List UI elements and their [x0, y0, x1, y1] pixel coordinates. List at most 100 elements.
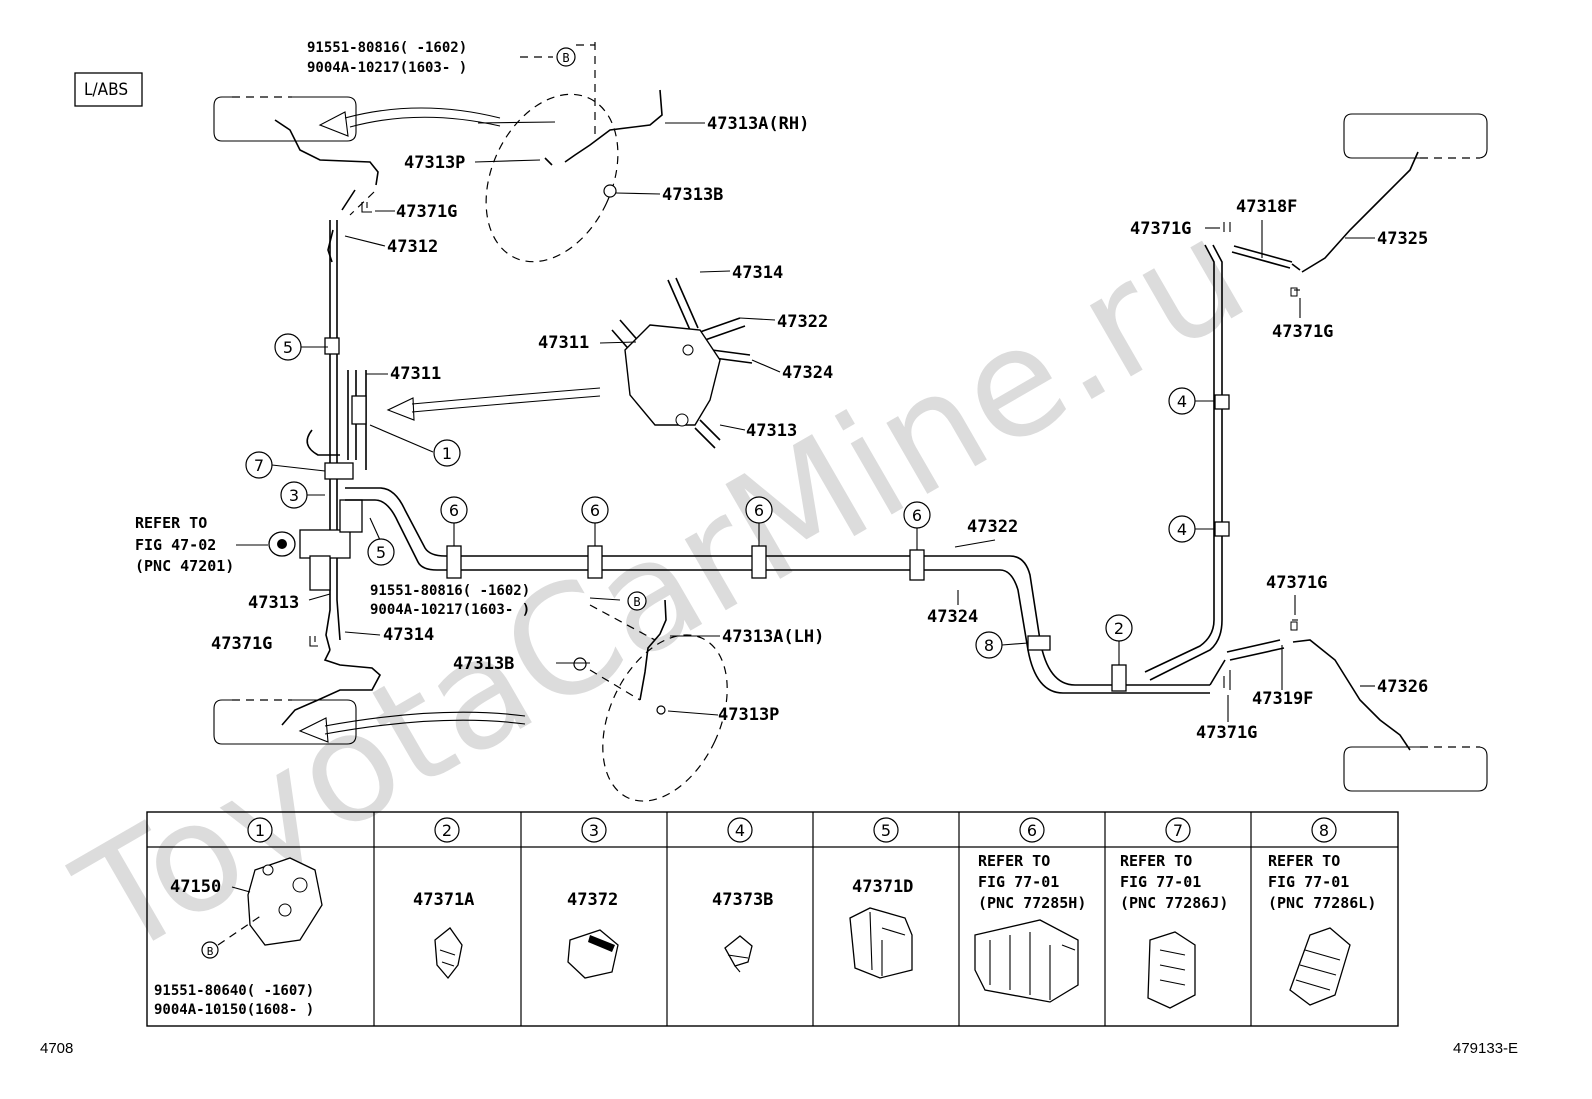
label-47313A-LH: 47313A(LH): [722, 627, 824, 647]
label-47311-detail: 47311: [538, 333, 589, 353]
lab-tag: L/ABS: [84, 80, 128, 100]
callout-6a: 6: [440, 496, 468, 524]
label-47371G-r2: 47371G: [1272, 322, 1333, 342]
label-47311-a: 47311: [390, 364, 441, 384]
top-note-line1: 91551-80816( -1602): [307, 40, 467, 56]
label-47324-main: 47324: [927, 607, 978, 627]
callout-3: 3: [280, 481, 308, 509]
label-47371G-r4: 47371G: [1196, 723, 1257, 743]
top-note-line2: 9004A-10217(1603- ): [307, 60, 467, 76]
svg-text:8: 8: [1319, 821, 1329, 840]
footer-right: 479133-E: [1453, 1040, 1519, 1057]
cell2-part: 47371A: [413, 890, 474, 910]
wheel-box-rear-left: [1343, 745, 1488, 792]
table-header-8: 8: [1311, 817, 1337, 843]
cell5-part: 47371D: [852, 877, 913, 897]
refer-main-line3: (PNC 47201): [135, 557, 234, 575]
cell1-note2: 9004A-10150(1608- ): [154, 1002, 314, 1018]
cell8-line1: REFER TO: [1268, 852, 1340, 870]
label-47325: 47325: [1377, 229, 1428, 249]
svg-text:4: 4: [1177, 520, 1187, 539]
label-47313B-top: 47313B: [662, 185, 723, 205]
top-note-mark: B: [562, 51, 569, 65]
svg-text:5: 5: [283, 338, 293, 357]
callout-8: 8: [975, 631, 1003, 659]
cell8-line3: (PNC 77286L): [1268, 894, 1376, 912]
table-header-1: 1: [247, 817, 273, 843]
cell1-note1: 91551-80640( -1607): [154, 983, 314, 999]
cell8-line2: FIG 77-01: [1268, 873, 1349, 891]
label-47318F: 47318F: [1236, 197, 1297, 217]
callout-6d: 6: [903, 501, 931, 529]
svg-text:4: 4: [735, 821, 745, 840]
mid-note-line1: 91551-80816( -1602): [370, 583, 530, 599]
svg-text:6: 6: [754, 501, 764, 520]
svg-text:6: 6: [590, 501, 600, 520]
cell4-part: 47373B: [712, 890, 773, 910]
svg-text:3: 3: [289, 486, 299, 505]
label-47312: 47312: [387, 237, 438, 257]
junction-block-detail: [611, 277, 753, 449]
label-47313-left: 47313: [248, 593, 299, 613]
callout-1: 1: [433, 439, 461, 467]
table-header-6: 6: [1019, 817, 1045, 843]
label-47322-main: 47322: [967, 517, 1018, 537]
cell7-line3: (PNC 77286J): [1120, 894, 1228, 912]
callout-5a: 5: [274, 333, 302, 361]
footer-left: 4708: [40, 1040, 74, 1057]
cell3-part: 47372: [567, 890, 618, 910]
svg-text:8: 8: [984, 636, 994, 655]
cell6-line1: REFER TO: [978, 852, 1050, 870]
label-47371G-r3: 47371G: [1266, 573, 1327, 593]
cell6-line3: (PNC 77285H): [978, 894, 1086, 912]
svg-text:2: 2: [442, 821, 452, 840]
svg-text:4: 4: [1177, 392, 1187, 411]
label-47322-detail: 47322: [777, 312, 828, 332]
cell1-part: 47150: [170, 877, 221, 897]
label-47313A-RH: 47313A(RH): [707, 114, 809, 134]
table-header-3: 3: [581, 817, 607, 843]
svg-text:5: 5: [376, 543, 386, 562]
cell7-line2: FIG 77-01: [1120, 873, 1201, 891]
label-47313P-top: 47313P: [404, 153, 465, 173]
table-header-5: 5: [873, 817, 899, 843]
svg-text:7: 7: [1173, 821, 1183, 840]
callout-5b: 5: [367, 538, 395, 566]
callout-6c: 6: [745, 496, 773, 524]
label-47313-detail: 47313: [746, 421, 797, 441]
svg-text:6: 6: [449, 501, 459, 520]
mid-note-mark: B: [633, 595, 640, 609]
callout-4a: 4: [1168, 387, 1196, 415]
wheel-box-front-right: [213, 95, 357, 142]
svg-text:1: 1: [442, 444, 452, 463]
cell7-line1: REFER TO: [1120, 852, 1192, 870]
table-header-4: 4: [727, 817, 753, 843]
label-47314-left: 47314: [383, 625, 434, 645]
label-47371G-r1: 47371G: [1130, 219, 1191, 239]
mid-note-line2: 9004A-10217(1603- ): [370, 602, 530, 618]
svg-text:3: 3: [589, 821, 599, 840]
callout-4b: 4: [1168, 515, 1196, 543]
svg-text:6: 6: [1027, 821, 1037, 840]
table-header-7: 7: [1165, 817, 1191, 843]
refer-main-line1: REFER TO: [135, 514, 207, 532]
wheel-box-rear-right: [1343, 113, 1488, 160]
label-47324-detail: 47324: [782, 363, 833, 383]
label-47319F: 47319F: [1252, 689, 1313, 709]
svg-text:1: 1: [255, 821, 265, 840]
table-header-2: 2: [434, 817, 460, 843]
callout-7: 7: [245, 451, 273, 479]
cell6-line2: FIG 77-01: [978, 873, 1059, 891]
callout-6b: 6: [581, 496, 609, 524]
svg-text:6: 6: [912, 506, 922, 525]
svg-text:2: 2: [1114, 619, 1124, 638]
watermark: ToyotaCarMine.ru: [50, 185, 1273, 991]
refer-main-line2: FIG 47-02: [135, 536, 216, 554]
label-47326: 47326: [1377, 677, 1428, 697]
parts-table: 1 2 3 4 5 6 7 8 47150 B 91551-80640( -16…: [146, 811, 1399, 1027]
svg-text:5: 5: [881, 821, 891, 840]
svg-text:7: 7: [254, 456, 264, 475]
label-47313P-low: 47313P: [718, 705, 779, 725]
label-47314-detail: 47314: [732, 263, 783, 283]
